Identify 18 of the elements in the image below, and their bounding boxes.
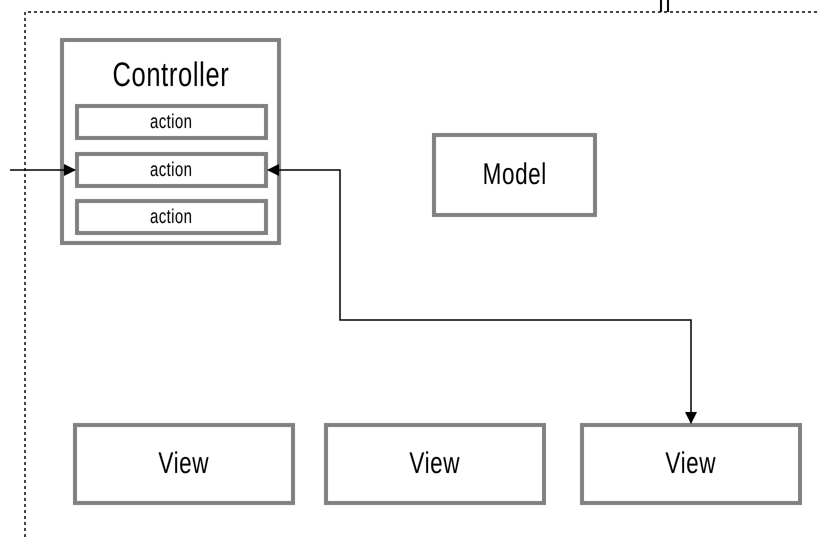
- box-label: action: [150, 160, 193, 180]
- component-box: [432, 133, 597, 217]
- component-box: [75, 199, 268, 235]
- box-label: action: [150, 112, 193, 132]
- component-box: [75, 104, 268, 140]
- arrow: [10, 164, 76, 176]
- arrow: [267, 164, 697, 424]
- box-label: View: [666, 449, 716, 479]
- component-box: [75, 152, 268, 188]
- box-label: View: [410, 449, 460, 479]
- box-label: action: [150, 207, 193, 227]
- controller-box: [60, 38, 281, 245]
- component-box: [73, 423, 295, 505]
- box-label: Model: [482, 160, 547, 190]
- box-label: Controller: [112, 58, 229, 92]
- component-box: [324, 423, 546, 505]
- box-label: View: [158, 449, 210, 479]
- component-box: [580, 423, 802, 505]
